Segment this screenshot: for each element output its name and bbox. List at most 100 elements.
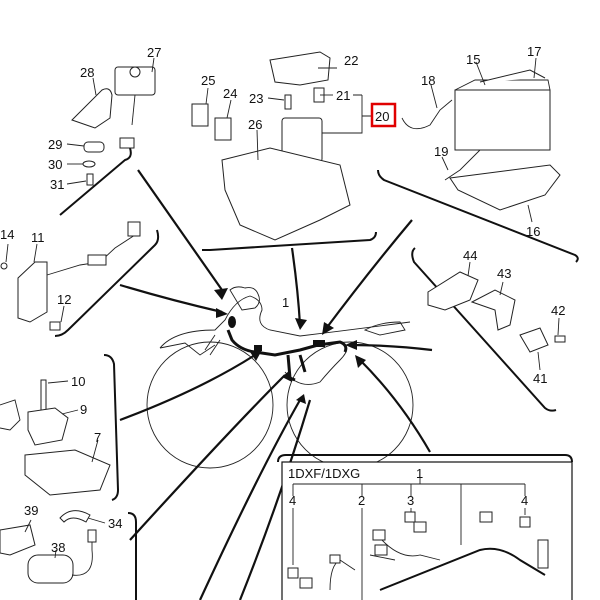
callout-15[interactable]: 15 [466,52,480,67]
callout-7[interactable]: 7 [94,430,101,445]
callout-28[interactable]: 28 [80,65,94,80]
callout-44[interactable]: 44 [463,248,477,263]
part-42-bolt[interactable] [554,335,566,343]
inset-part-4-connector[interactable] [287,567,299,579]
callout-27[interactable]: 27 [147,45,161,60]
callout-10[interactable]: 10 [71,374,85,389]
part-14-bolt[interactable] [0,262,8,270]
callout-21[interactable]: 21 [336,88,350,103]
arrowhead [214,288,228,300]
part-12-bolt[interactable] [49,321,61,331]
callout-43[interactable]: 43 [497,266,511,281]
leader-26 [256,129,259,161]
part-28-bracket[interactable] [71,88,113,129]
callout-38[interactable]: 38 [51,540,65,555]
inset-callout-2[interactable]: 2 [358,493,365,508]
part-18-cable[interactable] [401,99,453,130]
part-38-coil[interactable] [27,554,74,584]
inset-connector [537,539,549,569]
callout-29[interactable]: 29 [48,137,62,152]
callout-42[interactable]: 42 [551,303,565,318]
part-31-bolt[interactable] [86,173,94,186]
callout-23[interactable]: 23 [249,91,263,106]
part-17-band[interactable] [479,69,546,83]
inset-part-4-connector[interactable] [519,516,531,528]
inset-labels: 1DXF/1DXG 1 4 2 3 4 [288,466,528,508]
inset-callout-1[interactable]: 1 [416,466,423,481]
part-24-connector[interactable] [214,117,232,141]
inset-part-3-connector[interactable] [404,511,416,523]
inset-callout-4-left[interactable]: 4 [289,493,296,508]
part-22-cover[interactable] [269,51,331,86]
part-group-sensor [427,261,566,371]
callout-22[interactable]: 22 [344,53,358,68]
callout-24[interactable]: 24 [223,86,237,101]
inset-leader-drops [292,508,526,600]
part-7-bracket[interactable] [24,449,111,496]
part-23-bolt[interactable] [284,94,292,110]
arrowhead [250,350,262,361]
callout-labels: 27 28 29 30 31 22 25 24 23 21 20 26 17 1… [0,44,565,555]
callout-17[interactable]: 17 [527,44,541,59]
part-27-terminal [129,66,141,78]
callout-26[interactable]: 26 [248,117,262,132]
inset-callout-4-right[interactable]: 4 [521,493,528,508]
callout-19[interactable]: 19 [434,144,448,159]
callout-14[interactable]: 14 [0,227,14,242]
inset-connector [479,511,493,523]
part-16-tray[interactable] [449,164,561,211]
inset-harness-main [379,547,546,591]
callout-41[interactable]: 41 [533,371,547,386]
callout-12[interactable]: 12 [57,292,71,307]
part-11-regulator[interactable] [17,261,48,323]
leader-12 [60,305,65,323]
callout-30[interactable]: 30 [48,157,62,172]
bracket-group-7-10 [103,354,120,501]
part-10-screw[interactable] [40,379,47,411]
bracket-group-34-39 [127,512,137,600]
arrowhead [282,370,292,382]
part-26-case[interactable] [221,147,351,241]
part-41-sensor[interactable] [519,327,549,353]
leader-19 [441,156,449,171]
leader-41 [537,351,541,371]
callout-31[interactable]: 31 [50,177,64,192]
part-39-cover[interactable] [0,524,36,556]
leader-25 [205,87,209,105]
leader-34 [87,517,106,524]
part-15-battery[interactable] [454,89,551,151]
leader-38 [54,549,57,559]
leader-29 [66,143,85,147]
inset-leaders [292,478,526,545]
callout-20[interactable]: 20 [375,109,389,124]
part-9-sensor[interactable] [27,407,69,446]
highlight-box-20 [370,102,397,128]
arrowhead [322,322,334,335]
leader-28 [92,77,97,96]
arrowhead [295,318,307,330]
part-25-connector[interactable] [191,103,209,127]
wire-harness-on-bike [226,316,348,382]
inset-frame [281,461,573,600]
callout-39[interactable]: 39 [24,503,38,518]
inset-callout-3[interactable]: 3 [407,493,414,508]
callout-34[interactable]: 34 [108,516,122,531]
harness-connector [254,345,262,351]
callout-1[interactable]: 1 [282,295,289,310]
bracket-group-20-26 [201,231,377,252]
callout-25[interactable]: 25 [201,73,215,88]
part-43-bracket[interactable] [470,289,516,331]
part-19-cable[interactable] [444,149,481,181]
part-30-washer[interactable] [82,160,96,168]
part-34-clamp[interactable] [59,510,91,523]
part-44-cap[interactable] [427,271,479,311]
callout-18[interactable]: 18 [421,73,435,88]
arrow-to-coil [129,374,286,541]
arrowhead [296,394,306,404]
rear-wheel [286,341,414,469]
callout-16[interactable]: 16 [526,224,540,239]
callout-9[interactable]: 9 [80,402,87,417]
part-29-grommet[interactable] [83,141,105,153]
callout-11[interactable]: 11 [31,230,45,245]
